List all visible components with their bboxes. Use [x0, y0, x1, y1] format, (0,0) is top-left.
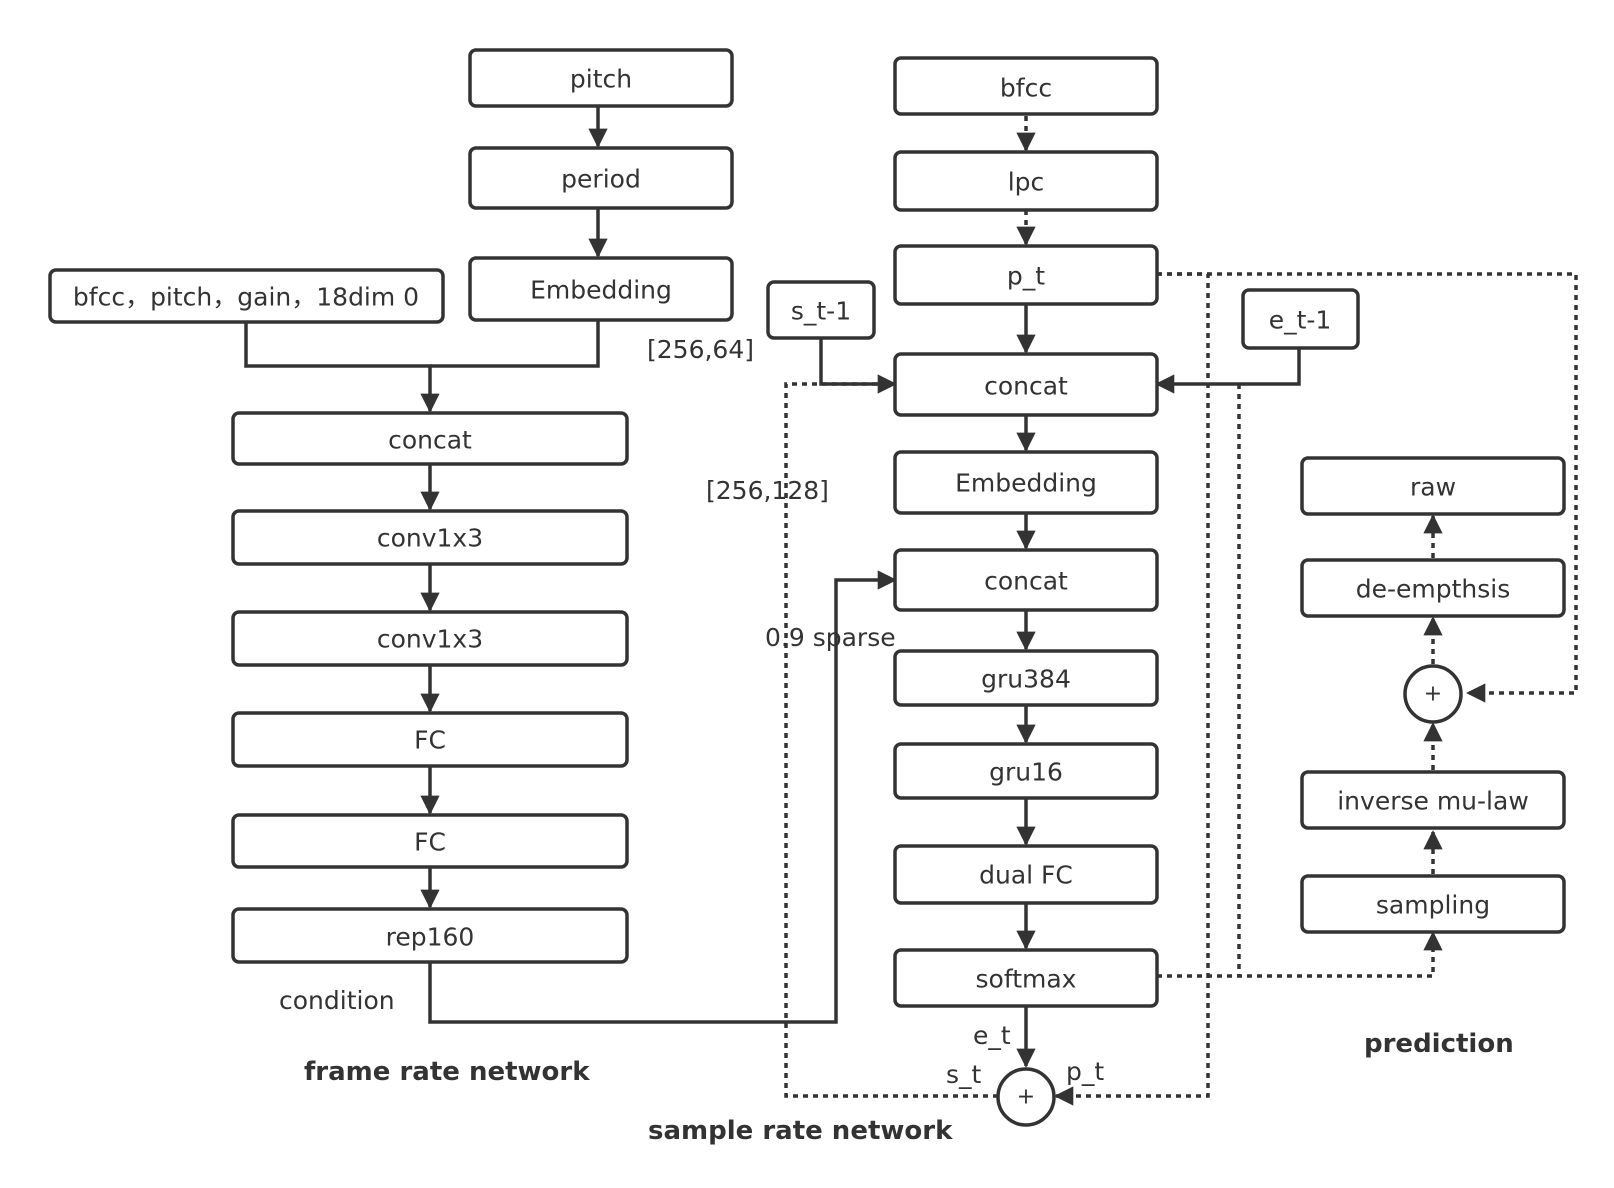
edge-condition-concat2 — [428, 570, 897, 1024]
label-s-t: s_t — [946, 1060, 982, 1089]
box-raw-label: raw — [1410, 473, 1456, 502]
box-fc2-label: FC — [414, 828, 446, 857]
box-frame-embedding: Embedding — [468, 256, 734, 322]
box-conv2: conv1x3 — [231, 610, 629, 667]
box-gru384: gru384 — [893, 649, 1159, 707]
box-features-label: bfcc，pitch，gain，18dim 0 — [73, 283, 419, 312]
box-deemph: de-empthsis — [1300, 558, 1566, 618]
label-sparse: 0.9 sparse — [765, 623, 896, 652]
sample-plus-node: + — [996, 1067, 1056, 1127]
box-pitch-label: pitch — [570, 65, 632, 94]
box-conv1-label: conv1x3 — [377, 524, 483, 553]
title-sample-rate-network: sample rate network — [648, 1116, 953, 1146]
box-dualfc-label: dual FC — [979, 861, 1073, 890]
box-bfcc: bfcc — [893, 56, 1159, 116]
edge-pt-to-plus — [1054, 272, 1210, 1106]
frame-connectors — [244, 107, 897, 1024]
box-rep160: rep160 — [231, 907, 629, 964]
box-softmax: softmax — [893, 948, 1159, 1008]
sample-connectors — [784, 116, 1578, 1106]
box-conv1: conv1x3 — [231, 509, 629, 566]
box-frame-concat: concat — [231, 411, 629, 466]
box-period: period — [468, 146, 734, 210]
box-softmax-label: softmax — [976, 965, 1077, 994]
box-et1: e_t-1 — [1241, 288, 1360, 350]
prediction-plus-sign: + — [1424, 682, 1442, 707]
box-fc1: FC — [231, 711, 629, 768]
box-sample-concat2: concat — [893, 548, 1159, 612]
label-condition: condition — [279, 986, 395, 1015]
edge-features-concat — [244, 322, 440, 413]
box-st1-label: s_t-1 — [791, 297, 851, 326]
title-frame-rate-network: frame rate network — [304, 1057, 590, 1087]
label-embed-256-64: [256,64] — [647, 335, 754, 364]
box-sample-embedding: Embedding — [893, 450, 1159, 515]
box-bfcc-label: bfcc — [1000, 74, 1052, 103]
edge-et1-concat1 — [1155, 348, 1301, 394]
box-deemph-label: de-empthsis — [1356, 575, 1511, 604]
box-sample-concat1: concat — [893, 352, 1159, 417]
label-embed-256-128: [256,128] — [706, 476, 829, 505]
label-p-t: p_t — [1066, 1057, 1104, 1086]
prediction-plus-node: + — [1403, 664, 1463, 724]
title-prediction: prediction — [1364, 1029, 1514, 1059]
box-pt: p_t — [893, 244, 1159, 306]
box-sampling-label: sampling — [1376, 891, 1490, 920]
box-frame-concat-label: concat — [388, 426, 472, 455]
box-period-label: period — [561, 165, 641, 194]
box-st1: s_t-1 — [766, 280, 876, 340]
box-raw: raw — [1300, 456, 1566, 516]
box-et1-label: e_t-1 — [1269, 306, 1332, 335]
edge-softmax-sampling — [1157, 931, 1443, 978]
box-invmulaw: inverse mu-law — [1300, 770, 1566, 830]
edge-embedding-concat — [430, 320, 600, 368]
box-gru16: gru16 — [893, 742, 1159, 800]
box-conv2-label: conv1x3 — [377, 625, 483, 654]
label-e-t: e_t — [973, 1021, 1011, 1050]
box-sample-embedding-label: Embedding — [955, 469, 1097, 498]
box-sample-concat2-label: concat — [984, 567, 1068, 596]
box-gru16-label: gru16 — [989, 758, 1063, 787]
box-lpc-label: lpc — [1008, 168, 1045, 197]
box-pt-label: p_t — [1007, 262, 1045, 291]
box-invmulaw-label: inverse mu-law — [1337, 787, 1529, 816]
box-rep160-label: rep160 — [386, 923, 475, 952]
box-fc1-label: FC — [414, 726, 446, 755]
sample-plus-sign: + — [1017, 1085, 1035, 1110]
box-dualfc: dual FC — [893, 844, 1159, 905]
edge-st1-concat1 — [819, 338, 897, 394]
box-sample-concat1-label: concat — [984, 372, 1068, 401]
box-sampling: sampling — [1300, 874, 1566, 934]
box-features: bfcc，pitch，gain，18dim 0 — [48, 268, 445, 324]
box-fc2: FC — [231, 813, 629, 869]
box-gru384-label: gru384 — [981, 665, 1071, 694]
box-lpc: lpc — [893, 150, 1159, 212]
edge-pt-to-pred-plus — [1157, 272, 1578, 703]
box-pitch: pitch — [468, 48, 734, 108]
box-frame-embedding-label: Embedding — [530, 276, 672, 305]
